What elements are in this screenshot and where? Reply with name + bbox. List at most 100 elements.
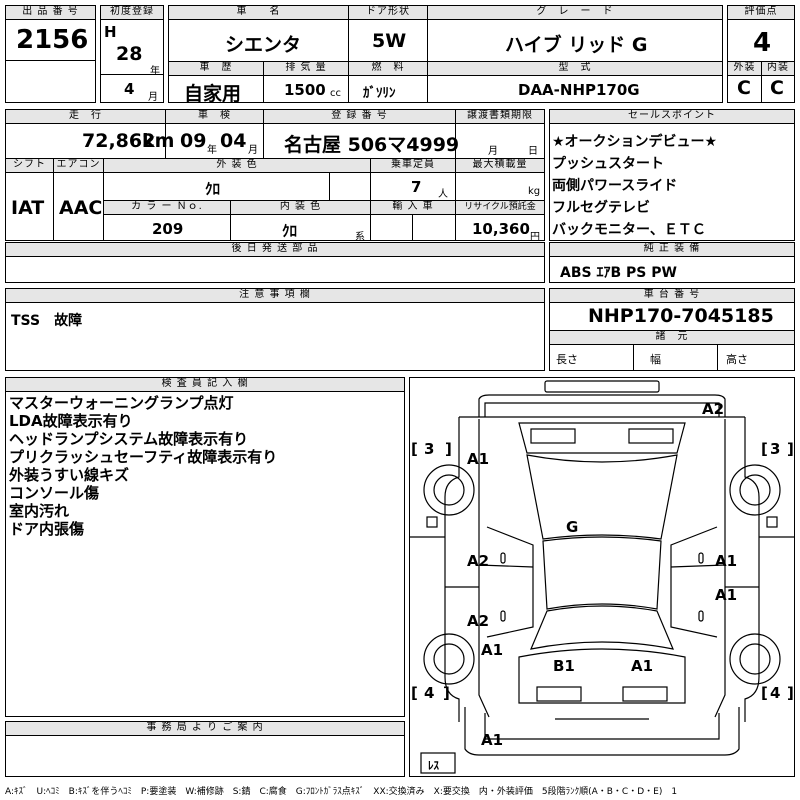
mirror-right bbox=[766, 516, 778, 528]
spec-height: 高さ bbox=[726, 353, 748, 366]
inspection-month-unit: 月 bbox=[248, 145, 258, 156]
selling-point: 両側パワースライド bbox=[552, 178, 678, 194]
lot-no-header: 出 品 番 号 bbox=[5, 5, 96, 20]
mark-right-front-door: A1 bbox=[715, 552, 738, 570]
inspector-note: 外装うすい線キズ bbox=[9, 466, 130, 484]
rear-spoiler-shape bbox=[544, 380, 660, 393]
first-reg-month: 4 bbox=[124, 80, 135, 98]
spec-header: 諸 元 bbox=[549, 330, 795, 345]
spec-width: 幅 bbox=[650, 353, 661, 366]
model-cell bbox=[427, 75, 723, 103]
mark-left-rear-quarter-upper: A1 bbox=[467, 450, 490, 468]
tire-rr-bracket-open: [ bbox=[761, 440, 768, 458]
lot-no-blank bbox=[5, 60, 96, 103]
inspector-note: コンソール傷 bbox=[9, 484, 100, 502]
car-diagram: [ ] [ ] [ ] [ ] bbox=[409, 380, 795, 774]
shift-header: シフト bbox=[5, 158, 54, 173]
year-unit: 年 bbox=[150, 66, 160, 77]
mark-left-rear-door: A2 bbox=[467, 612, 490, 630]
car-name-header: 車 名 bbox=[168, 5, 349, 20]
door-header: ドア形状 bbox=[348, 5, 428, 20]
first-reg-month-cell bbox=[100, 74, 164, 103]
tire-fr-score: 4 bbox=[770, 684, 781, 702]
score-header: 評価点 bbox=[727, 5, 795, 20]
caution-box bbox=[5, 302, 545, 371]
aircon-header: エアコン bbox=[53, 158, 104, 173]
capacity-unit: 人 bbox=[438, 189, 448, 200]
left-door-split bbox=[478, 564, 534, 568]
score: 4 bbox=[753, 28, 772, 58]
inspector-note: ヘッドランプシステム故障表示有り bbox=[9, 430, 249, 448]
left-rear-handle bbox=[500, 610, 506, 622]
inspector-note: ドア内張傷 bbox=[9, 520, 85, 538]
rear-light-right bbox=[628, 428, 674, 444]
front-light-right bbox=[622, 686, 668, 702]
caution-text: TSS 故障 bbox=[11, 313, 83, 329]
hood-shape bbox=[518, 648, 686, 704]
rear-glass-shape bbox=[518, 422, 686, 454]
inspector-note: LDA故障表示有り bbox=[9, 412, 133, 430]
tire-rear-left bbox=[423, 464, 475, 516]
mileage: 72,862 bbox=[82, 130, 156, 152]
tire-rear-right bbox=[729, 464, 781, 516]
inspection-month: 04 bbox=[220, 130, 247, 152]
tire-rl-score: 3 bbox=[424, 440, 435, 458]
office-box bbox=[5, 735, 405, 777]
legend: A:ｷｽﾞ U:ﾍｺﾐ B:ｷｽﾞを伴うﾍｺﾐ P:要塗装 W:補修跡 S:錆 … bbox=[5, 787, 678, 797]
body-right-side bbox=[744, 417, 760, 722]
mileage-unit: km bbox=[142, 130, 175, 152]
model-header: 型 式 bbox=[427, 61, 723, 76]
import-cell-b bbox=[412, 214, 456, 241]
cabin-shape bbox=[542, 536, 662, 610]
tire-front-right-hub bbox=[739, 643, 771, 675]
genuine-box bbox=[549, 256, 795, 283]
left-front-handle bbox=[500, 552, 506, 564]
selling-points: ★オークションデビュー★ プッシュスタート 両側パワースライド フルセグテレビ … bbox=[552, 131, 717, 241]
capacity-header: 乗車定員 bbox=[370, 158, 456, 173]
front-bumper-shape bbox=[464, 707, 740, 756]
genuine-equipment: ABS ｴｱB PS PW bbox=[560, 265, 677, 281]
door-type: 5W bbox=[372, 30, 407, 52]
selling-header: セールスポイント bbox=[549, 109, 795, 124]
car-name: シエンタ bbox=[225, 34, 302, 56]
roof-shape bbox=[526, 454, 678, 540]
right-door-edge bbox=[670, 526, 718, 638]
tire-rr-score: 3 bbox=[770, 440, 781, 458]
tire-rr-bracket-close: ] bbox=[787, 440, 794, 458]
tire-fr-bracket-close: ] bbox=[787, 684, 794, 702]
body-left-side bbox=[444, 417, 460, 722]
displacement-unit: cc bbox=[330, 88, 341, 99]
max-load-unit: kg bbox=[528, 186, 541, 197]
inspector-notes: マスターウォーニングランプ点灯 LDA故障表示有り ヘッドランプシステム故障表示… bbox=[9, 394, 277, 538]
grade-header: グ レ ー ド bbox=[427, 5, 723, 20]
history-header: 車 歴 bbox=[168, 61, 264, 76]
right-front-handle bbox=[698, 552, 704, 564]
first-reg-year: 28 bbox=[116, 43, 143, 65]
exterior-grade: C bbox=[737, 77, 751, 99]
first-reg-header: 初度登録 bbox=[100, 5, 164, 20]
right-inner-line bbox=[714, 419, 726, 718]
selling-point: バックモニター、ＥＴＣ bbox=[552, 222, 706, 238]
front-bumper-inner bbox=[484, 713, 720, 740]
lens-label: ﾚｽ bbox=[428, 759, 439, 772]
mark-right-rear-door: A1 bbox=[715, 586, 738, 604]
month-unit: 月 bbox=[148, 92, 158, 103]
tire-fl-score: 4 bbox=[424, 684, 435, 702]
transfer-day: 日 bbox=[528, 146, 538, 157]
inspection-year: 09 bbox=[180, 130, 207, 152]
displacement-header: 排 気 量 bbox=[263, 61, 349, 76]
recycle-cell bbox=[455, 214, 545, 241]
era: H bbox=[104, 23, 117, 41]
capacity: 7 bbox=[411, 178, 422, 196]
inspection-year-unit: 年 bbox=[207, 145, 217, 156]
later-parts-header: 後 日 発 送 部 品 bbox=[5, 242, 545, 257]
tire-rl-bracket-close: ] bbox=[445, 440, 452, 458]
int-color-cell bbox=[230, 214, 371, 241]
rear-bumper-shape bbox=[478, 394, 726, 417]
inspector-header: 検 査 員 記 入 欄 bbox=[5, 377, 405, 392]
fuel: ｶﾞｿﾘﾝ bbox=[363, 86, 396, 101]
tire-rear-right-hub bbox=[739, 474, 771, 506]
recycle-deposit: 10,360 bbox=[472, 220, 530, 238]
left-inner-line bbox=[478, 419, 490, 718]
int-color: ｸﾛ bbox=[282, 222, 298, 240]
